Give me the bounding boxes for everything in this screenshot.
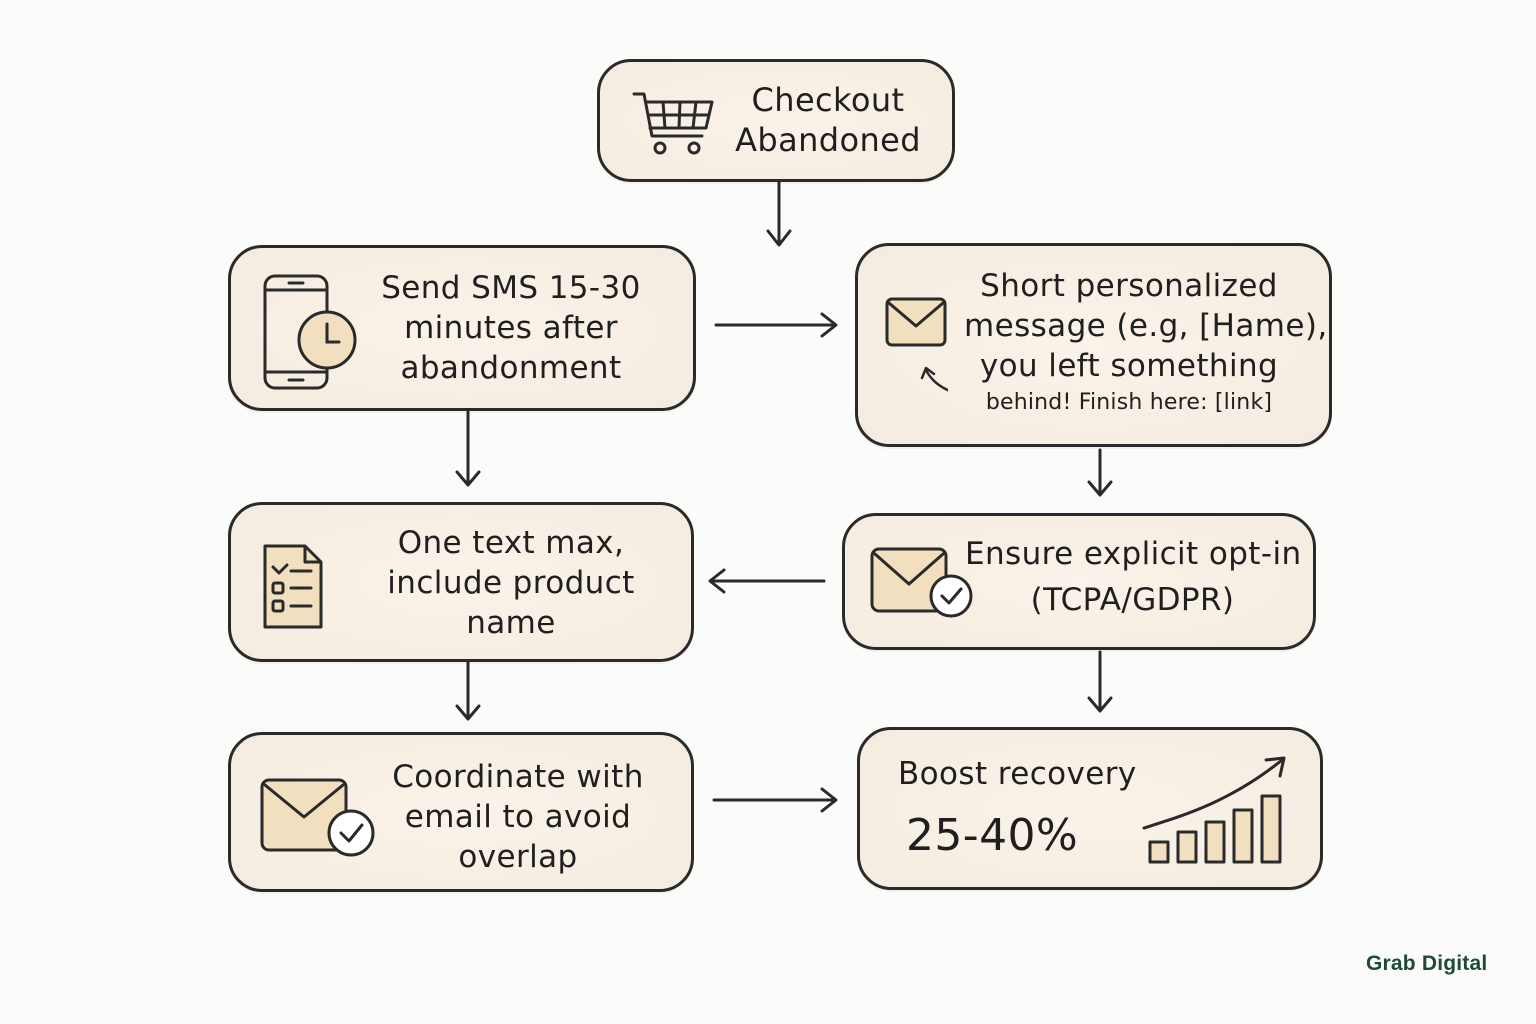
node-checkout-abandoned: Checkout Abandoned xyxy=(597,59,955,182)
node-coordinate-text: Coordinate with email to avoid overlap xyxy=(392,759,644,875)
shopping-cart-icon xyxy=(632,92,714,155)
brand-logo-text: Grab Digital xyxy=(1366,952,1488,975)
node-coordinate-email: Coordinate with email to avoid overlap xyxy=(228,732,694,892)
growth-chart-icon xyxy=(1142,756,1286,864)
checklist-icon xyxy=(263,544,323,629)
arrow-message-to-opt-in xyxy=(1087,448,1113,497)
arrow-coordinate-to-boost xyxy=(712,787,838,813)
arrow-send-sms-to-one-text xyxy=(455,410,481,487)
envelope-check-icon xyxy=(870,547,973,618)
node-one-text-text: One text max, include product name xyxy=(387,525,635,641)
phone-clock-icon xyxy=(263,274,357,390)
node-explicit-opt-in: Ensure explicit opt-in (TCPA/GDPR) xyxy=(842,513,1316,650)
node-opt-in-text: Ensure explicit opt-in (TCPA/GDPR) xyxy=(965,536,1302,618)
boost-label: Boost recovery xyxy=(898,756,1137,792)
arrow-checkout-to-send-sms xyxy=(766,180,792,247)
node-message-text: Short personalized message (e.g, [Hame),… xyxy=(964,268,1328,415)
arrow-opt-in-to-boost xyxy=(1087,650,1113,713)
arrow-send-sms-to-message xyxy=(714,312,838,338)
node-one-text-max: One text max, include product name xyxy=(228,502,694,662)
node-boost-recovery: Boost recovery 25-40% xyxy=(857,727,1323,890)
node-personalized-message: Short personalized message (e.g, [Hame),… xyxy=(855,243,1332,447)
envelope-icon xyxy=(885,297,948,392)
envelope-check-icon xyxy=(260,778,375,857)
node-send-sms-text: Send SMS 15-30 minutes after abandonment xyxy=(381,270,641,386)
boost-percentage: 25-40% xyxy=(906,810,1079,861)
node-send-sms: Send SMS 15-30 minutes after abandonment xyxy=(228,245,696,411)
arrow-one-text-to-coordinate xyxy=(455,660,481,721)
arrow-opt-in-to-one-text xyxy=(708,568,826,594)
node-checkout-text: Checkout Abandoned xyxy=(735,81,921,159)
